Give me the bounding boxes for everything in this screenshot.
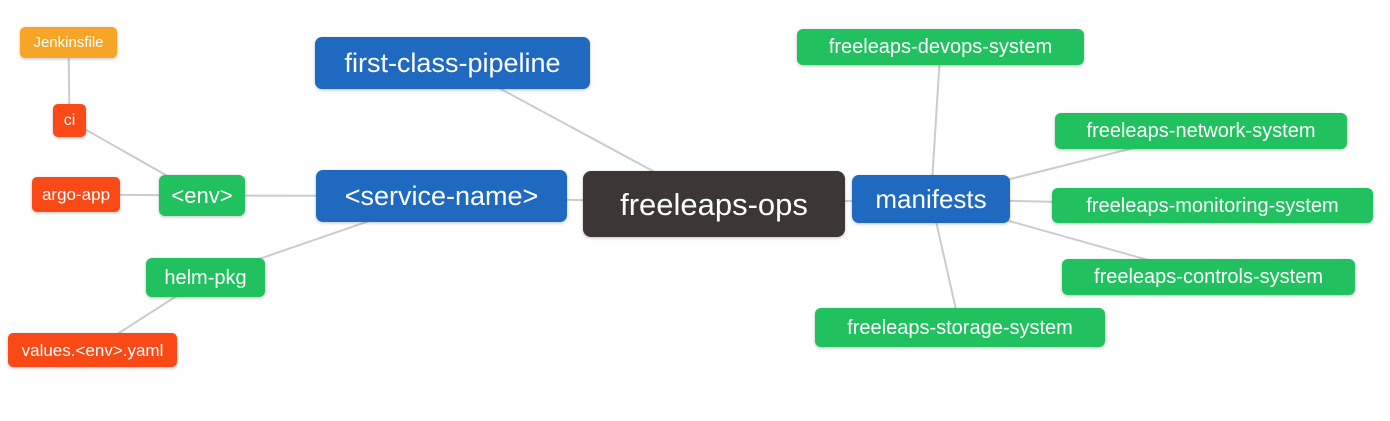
node-jenkinsfile[interactable]: Jenkinsfile [20, 27, 117, 58]
node-controls-system[interactable]: freeleaps-controls-system [1062, 259, 1355, 295]
node-values-env-yaml[interactable]: values.<env>.yaml [8, 333, 177, 367]
node-helm-pkg[interactable]: helm-pkg [146, 258, 265, 297]
edge-manifests--devops-system [930, 46, 942, 200]
node-argo-app[interactable]: argo-app [32, 177, 120, 212]
node-manifests[interactable]: manifests [852, 175, 1010, 223]
node-monitoring-system[interactable]: freeleaps-monitoring-system [1052, 188, 1373, 223]
node-first-class-pipeline[interactable]: first-class-pipeline [315, 37, 590, 89]
node-freeleaps-ops[interactable]: freeleaps-ops [583, 171, 845, 237]
node-service-name[interactable]: <service-name> [316, 170, 567, 222]
node-env[interactable]: <env> [159, 175, 245, 216]
node-network-system[interactable]: freeleaps-network-system [1055, 113, 1347, 149]
node-devops-system[interactable]: freeleaps-devops-system [797, 29, 1084, 65]
node-ci[interactable]: ci [53, 104, 86, 137]
node-storage-system[interactable]: freeleaps-storage-system [815, 308, 1105, 347]
